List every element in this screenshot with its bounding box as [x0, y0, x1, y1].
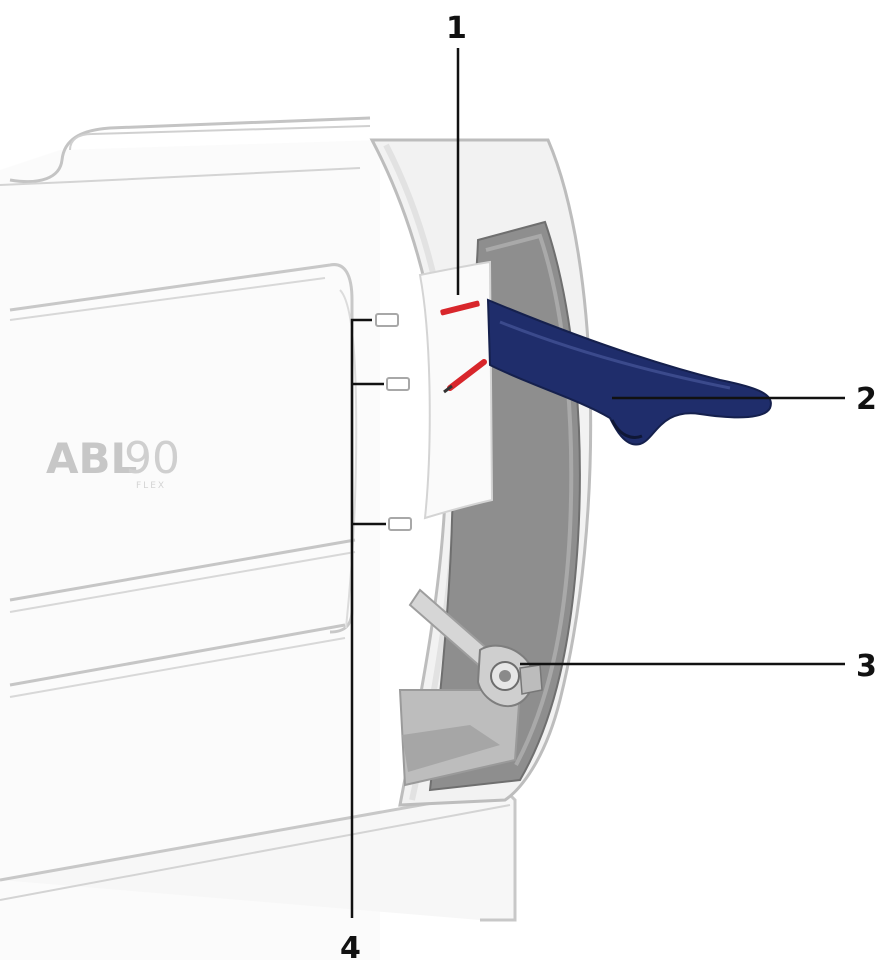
leader-line-4 — [350, 318, 372, 918]
logo-model: 90 — [124, 433, 180, 484]
indicator-light — [375, 313, 399, 327]
logo-sub: FLEX — [136, 481, 166, 491]
label-plate — [418, 260, 494, 520]
callout-leaders — [350, 48, 845, 918]
callout-number-4: 4 — [340, 931, 361, 965]
indicator-lights — [375, 313, 412, 531]
syringe-marker — [440, 300, 480, 316]
indicator-light — [388, 517, 412, 531]
indicator-light — [386, 377, 410, 391]
inlet-probe — [408, 588, 543, 708]
device-logo: ABL 90 FLEX — [46, 433, 180, 491]
analyzer-housing — [0, 116, 517, 960]
callout-number-3: 3 — [856, 649, 877, 684]
callout-numbers: 1 2 3 4 — [340, 11, 877, 965]
callout-number-1: 1 — [446, 11, 467, 46]
capillary-marker — [443, 359, 487, 394]
logo-brand: ABL — [46, 434, 137, 483]
inlet-flap — [486, 298, 772, 446]
callout-number-2: 2 — [856, 382, 877, 417]
